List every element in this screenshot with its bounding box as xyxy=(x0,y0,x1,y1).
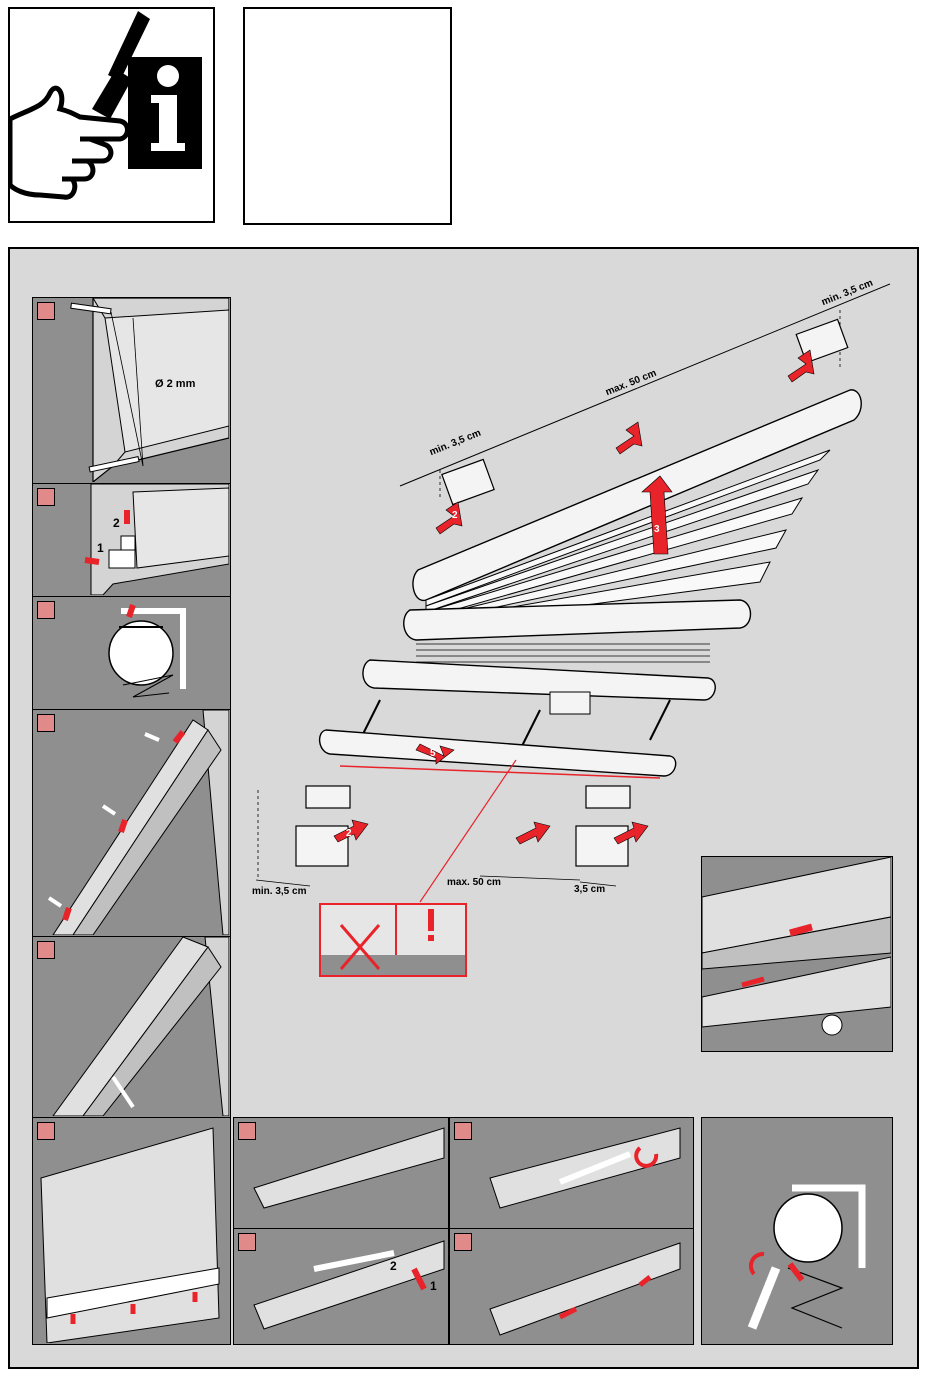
step-badge-1 xyxy=(37,302,55,320)
removal-num-2: 2 xyxy=(390,1259,397,1273)
wrong-cross-icon xyxy=(339,919,383,971)
step-badge-2 xyxy=(37,488,55,506)
step-panel-release-detail xyxy=(701,1117,893,1345)
arrow-num-bracket-bottom: 2 xyxy=(346,828,352,839)
dim-right-bottom: 3,5 cm xyxy=(574,884,605,895)
drill-diameter-label: Ø 2 mm xyxy=(155,378,195,390)
info-icon-box xyxy=(8,7,215,223)
step-panel-bracket: 1 2 xyxy=(32,483,231,597)
step-panel-removal-d xyxy=(449,1228,694,1345)
step-badge-9 xyxy=(238,1233,256,1251)
step-badge-7 xyxy=(238,1122,256,1140)
step-panel-clip xyxy=(32,596,231,710)
step-badge-8 xyxy=(454,1122,472,1140)
caution-exclamation-icon xyxy=(421,909,441,943)
step-badge-10 xyxy=(454,1233,472,1251)
step-badge-6 xyxy=(37,1122,55,1140)
step-panel-mount xyxy=(32,709,231,937)
step-badge-5 xyxy=(37,941,55,959)
arrow-num-bracket-top: 2 xyxy=(452,510,458,521)
step-panel-removal-b xyxy=(449,1117,694,1229)
removal-num-1: 1 xyxy=(430,1279,437,1293)
arrow-num-raise: 3 xyxy=(654,524,660,535)
step-panel-drill: Ø 2 mm xyxy=(32,297,231,484)
notes-box xyxy=(243,7,452,225)
step-panel-lower-rail xyxy=(32,1117,231,1345)
warning-box xyxy=(319,903,467,977)
blind-exploded-diagram: 2 3 5 2 xyxy=(240,270,920,990)
step-badge-3 xyxy=(37,601,55,619)
bracket-step-num-1: 1 xyxy=(97,541,104,555)
bracket-step-num-2: 2 xyxy=(113,516,120,530)
dim-min-left-bottom: min. 3,5 cm xyxy=(252,886,306,897)
step-panel-removal-c: 2 1 xyxy=(233,1228,449,1345)
info-hand-screwdriver-icon xyxy=(10,9,213,221)
arrow-num-lower: 5 xyxy=(430,748,436,759)
step-badge-4 xyxy=(37,714,55,732)
step-panel-removal-a xyxy=(233,1117,449,1229)
step-panel-hung xyxy=(32,936,231,1118)
dim-max-bottom: max. 50 cm xyxy=(447,877,501,888)
